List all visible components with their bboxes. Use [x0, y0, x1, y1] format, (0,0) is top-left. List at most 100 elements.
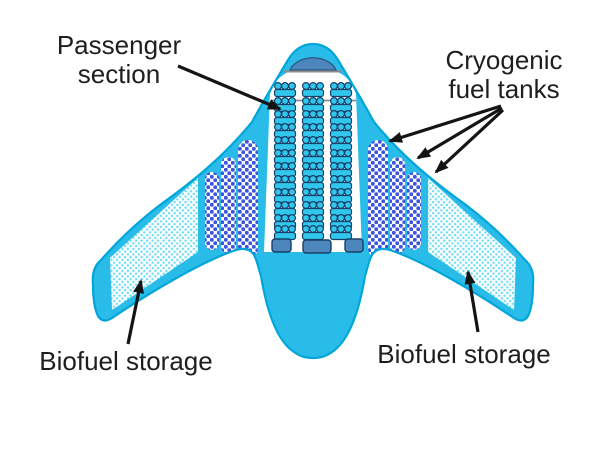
passenger-seat — [288, 122, 297, 131]
passenger-seat — [316, 188, 325, 197]
passenger-seat — [274, 136, 283, 145]
passenger-seat — [344, 175, 353, 184]
passenger-seat — [281, 109, 290, 118]
passenger-seat — [330, 214, 339, 223]
galley-monument — [302, 239, 332, 254]
seat-group — [273, 188, 297, 204]
passenger-seat — [274, 175, 283, 184]
cryogenic-fuel-tank — [205, 172, 219, 250]
passenger-seat — [316, 214, 325, 223]
passenger-seat — [344, 109, 353, 118]
passenger-seat — [309, 81, 318, 90]
seat-group — [301, 201, 325, 217]
passenger-seat — [316, 175, 325, 184]
passenger-seat — [281, 214, 290, 223]
biofuel-right-arrow — [464, 270, 480, 333]
cryogenic-fuel-tank — [407, 172, 421, 250]
cryogenic-label-line2: fuel tanks — [448, 74, 560, 105]
passenger-seat — [281, 225, 290, 234]
passenger-seat — [344, 122, 353, 131]
cryogenic-fuel-tanks — [205, 140, 421, 258]
seat-group — [329, 201, 353, 217]
passenger-seat — [302, 96, 311, 105]
passenger-seat — [309, 109, 318, 118]
passenger-seat — [274, 162, 283, 171]
biofuel-storage-right-wing — [428, 178, 516, 310]
passenger-seat — [274, 122, 283, 131]
passenger-seat — [337, 136, 346, 145]
passenger-section-label-line2: section — [77, 59, 161, 90]
passenger-seat — [302, 201, 311, 210]
passenger-seat — [302, 214, 311, 223]
passenger-seat — [309, 162, 318, 171]
callout-arrows — [126, 64, 505, 345]
seat-group — [329, 162, 353, 178]
passenger-seat — [302, 162, 311, 171]
seat-group — [301, 149, 325, 165]
passenger-seat — [344, 201, 353, 210]
passenger-seat — [316, 162, 325, 171]
passenger-seat — [330, 81, 339, 90]
passenger-seat — [281, 162, 290, 171]
passenger-seat — [344, 136, 353, 145]
passenger-seat — [330, 109, 339, 118]
passenger-seat — [302, 175, 311, 184]
seat-group — [301, 81, 325, 98]
passenger-seat — [330, 96, 339, 105]
passenger-seat — [337, 175, 346, 184]
cryogenic-fuel-tank — [221, 157, 236, 254]
seat-group — [301, 109, 325, 126]
passenger-seat — [309, 149, 318, 158]
passenger-seat — [302, 225, 311, 234]
passenger-seat — [337, 188, 346, 197]
galley-monument — [271, 238, 292, 253]
seat-map — [273, 81, 353, 241]
passenger-seat — [309, 188, 318, 197]
passenger-seat — [274, 214, 283, 223]
passenger-seat — [344, 81, 353, 90]
passenger-seat — [288, 109, 297, 118]
passenger-seat — [281, 81, 290, 90]
passenger-seat — [274, 149, 283, 158]
passenger-seat — [330, 122, 339, 131]
passenger-seat — [344, 188, 353, 197]
seat-group — [301, 225, 325, 241]
passenger-seat — [302, 122, 311, 131]
passenger-seat — [302, 109, 311, 118]
seat-group — [329, 225, 353, 241]
cryogenic-arrow-3 — [434, 108, 505, 174]
passenger-seat — [337, 122, 346, 131]
galley-monuments — [271, 238, 364, 254]
passenger-seat — [274, 96, 283, 105]
passenger-seat — [316, 109, 325, 118]
passenger-seat — [281, 175, 290, 184]
passenger-seat — [330, 188, 339, 197]
passenger-seat — [337, 81, 346, 90]
passenger-seat — [302, 136, 311, 145]
cockpit-windshield — [288, 57, 338, 71]
passenger-seat — [309, 96, 318, 105]
passenger-seat — [309, 225, 318, 234]
seat-group — [329, 96, 353, 113]
passenger-seat — [281, 149, 290, 158]
seat-group — [329, 175, 353, 191]
passenger-seat — [337, 109, 346, 118]
seat-group — [329, 109, 353, 126]
passenger-seat — [330, 175, 339, 184]
seat-group — [273, 175, 297, 191]
passenger-seat — [309, 122, 318, 131]
passenger-seat — [316, 149, 325, 158]
passenger-seat — [337, 149, 346, 158]
passenger-section-label: Passenger section — [48, 30, 190, 90]
cryogenic-fuel-tanks-label: Cryogenic fuel tanks — [434, 45, 574, 105]
passenger-seat — [288, 188, 297, 197]
passenger-seat — [316, 122, 325, 131]
seat-group — [273, 122, 297, 139]
biofuel-left-arrow — [126, 279, 144, 345]
passenger-seat — [288, 136, 297, 145]
cryogenic-arrow-2 — [416, 106, 503, 160]
passenger-seat — [337, 214, 346, 223]
passenger-seat — [281, 136, 290, 145]
seat-group — [329, 136, 353, 152]
passenger-seat — [281, 188, 290, 197]
